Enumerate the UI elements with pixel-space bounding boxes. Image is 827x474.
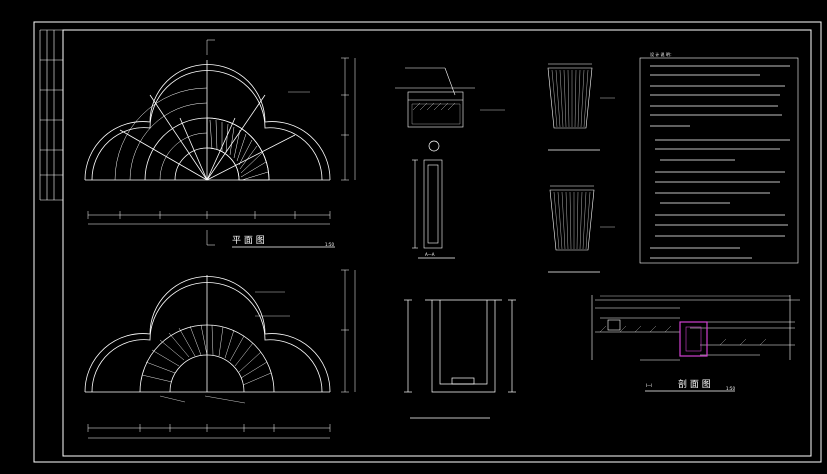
section-title-scale: 1:50 (726, 386, 735, 391)
section-ii-hatch (599, 325, 767, 346)
notes-panel: 设 计 说 明： (639, 51, 799, 264)
section-title: 剖 面 图 (678, 378, 711, 390)
section-ii (591, 295, 800, 361)
section-mark: I—I (646, 383, 652, 388)
plan-top-dims (87, 39, 356, 246)
section-ii-title-group: I—I 剖 面 图 1:50 (645, 378, 735, 392)
plan-bottom (84, 275, 331, 393)
magenta-trench (679, 321, 708, 357)
detail-edge (395, 67, 475, 128)
detail-marker-circle (428, 140, 440, 152)
column-detail-top-hatch (551, 69, 589, 128)
plan-title-group: 平 面 图 1:50 (232, 235, 335, 248)
outer-frame (33, 21, 822, 463)
plan-bottom-hatch (141, 324, 272, 386)
section-a-mark: A—A (425, 252, 435, 257)
column-detail-bottom (549, 185, 595, 251)
notes-title: 设 计 说 明： (650, 51, 674, 57)
plan-title-scale: 1:50 (325, 242, 334, 247)
leader-lines (159, 91, 615, 404)
column-detail-top (547, 63, 593, 129)
pillar-elevation (412, 159, 455, 259)
column-detail-bottom-hatch (553, 191, 591, 250)
inner-frame (62, 29, 812, 457)
plan-title: 平 面 图 (232, 235, 265, 246)
plan-top-hatch (206, 117, 270, 181)
plan-top (84, 60, 331, 181)
plan-bottom-dims (87, 269, 356, 439)
channel-section (404, 299, 516, 419)
notes-text-lines (650, 65, 790, 259)
detail-edge-hatch (412, 102, 456, 111)
title-strip (39, 29, 63, 201)
